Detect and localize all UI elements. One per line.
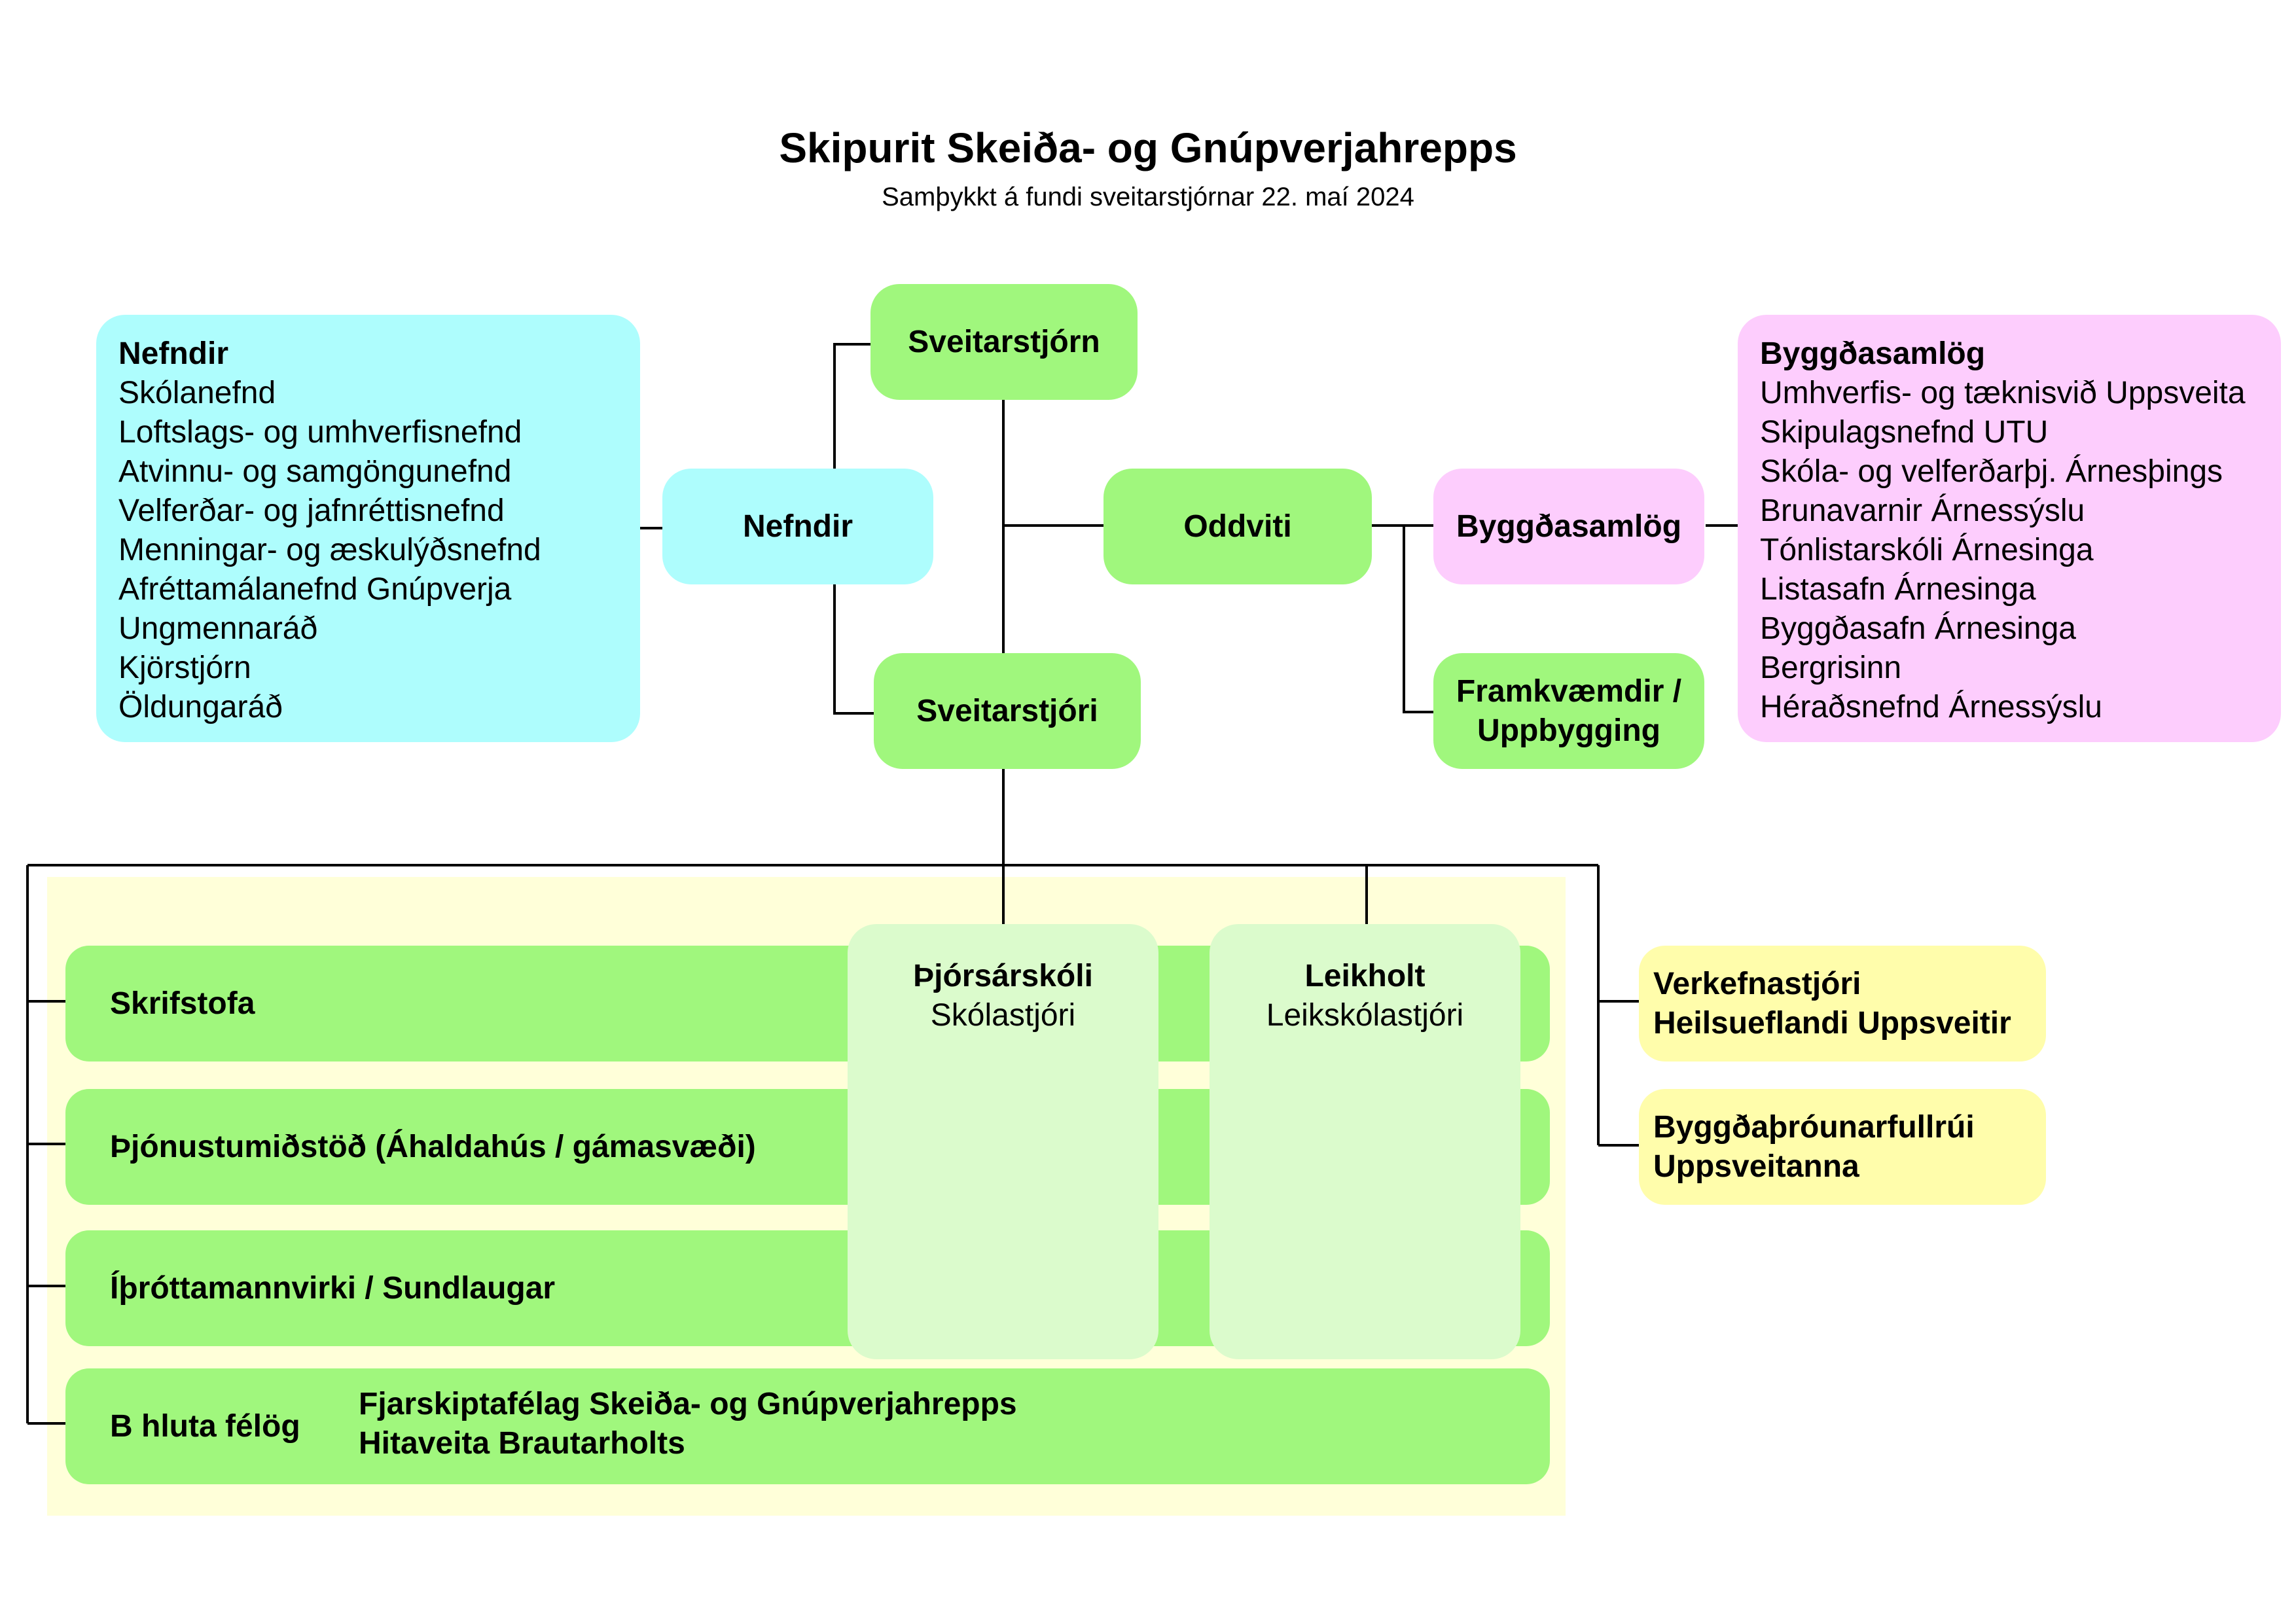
list-item: Atvinnu- og samgöngunefnd — [118, 454, 512, 489]
verkefnastjori-node: Verkefnastjóri Heilsueflandi Uppsveitir — [1639, 946, 2046, 1061]
byggdasamlog-list-heading: Byggðasamlög — [1760, 336, 1986, 371]
byggdathroun-line2: Uppsveitanna — [1653, 1149, 1859, 1184]
list-item: Skipulagsnefnd UTU — [1760, 415, 2049, 450]
b-hluta-item: Hitaveita Brautarholts — [359, 1426, 685, 1461]
thjorsarskoli-node: Þjórsárskóli Skólastjóri — [848, 924, 1158, 1359]
byggdasamlog-node: Byggðasamlög — [1433, 469, 1704, 584]
nefndir-node: Nefndir — [662, 469, 933, 584]
list-item: Brunavarnir Árnessýslu — [1760, 493, 2085, 528]
list-item: Héraðsnefnd Árnessýslu — [1760, 690, 2102, 724]
nefndir-list-heading: Nefndir — [118, 336, 228, 371]
page-subtitle: Samþykkt á fundi sveitarstjórnar 22. maí… — [882, 183, 1414, 211]
framkvaemdir-node: Framkvæmdir / Uppbygging — [1433, 653, 1704, 769]
list-item: Umhverfis- og tæknisvið Uppsveita — [1760, 376, 2246, 410]
b-hluta-item: Fjarskiptafélag Skeiða- og Gnúpverjahrep… — [359, 1387, 1017, 1421]
framkvaemdir-line1: Framkvæmdir / — [1456, 673, 1682, 709]
sveitarstjori-node: Sveitarstjóri — [874, 653, 1141, 769]
list-item: Listasafn Árnesinga — [1760, 572, 2036, 607]
list-item: Skóla- og velferðarþj. Árnesþings — [1760, 454, 2223, 489]
list-item: Bergrisinn — [1760, 651, 1902, 685]
thjorsarskoli-role: Skólastjóri — [930, 998, 1076, 1033]
list-item: Menningar- og æskulýðsnefnd — [118, 533, 541, 567]
list-item: Kjörstjórn — [118, 651, 251, 685]
b-hluta-label: B hluta félög — [110, 1408, 300, 1444]
verkefnastjori-line1: Verkefnastjóri — [1653, 966, 1861, 1001]
framkvaemdir-line2: Uppbygging — [1477, 713, 1660, 748]
byggdasamlog-list: Byggðasamlög Umhverfis- og tæknisvið Upp… — [1738, 315, 2281, 742]
byggdathroun-line1: Byggðaþróunarfullrúi — [1653, 1109, 1975, 1145]
sveitarstjorn-node: Sveitarstjórn — [870, 284, 1138, 400]
list-item: Öldungaráð — [118, 690, 283, 724]
verkefnastjori-line2: Heilsueflandi Uppsveitir — [1653, 1005, 2011, 1041]
nefndir-list: Nefndir Skólanefnd Loftslags- og umhverf… — [96, 315, 640, 742]
byggdathroun-node: Byggðaþróunarfullrúi Uppsveitanna — [1639, 1089, 2046, 1205]
leikholt-name: Leikholt — [1304, 959, 1426, 993]
list-item: Afréttamálanefnd Gnúpverja — [118, 572, 512, 607]
list-item: Ungmennaráð — [118, 611, 318, 646]
list-item: Velferðar- og jafnréttisnefnd — [118, 493, 505, 528]
page-title: Skipurit Skeiða- og Gnúpverjahrepps — [779, 124, 1517, 171]
list-item: Skólanefnd — [118, 376, 276, 410]
b-hluta-items: Fjarskiptafélag Skeiða- og Gnúpverjahrep… — [359, 1385, 1017, 1463]
b-hluta-row: B hluta félög — [65, 1368, 1550, 1484]
thjorsarskoli-name: Þjórsárskóli — [913, 959, 1093, 993]
list-item: Tónlistarskóli Árnesinga — [1760, 533, 2094, 567]
leikholt-node: Leikholt Leikskólastjóri — [1210, 924, 1520, 1359]
list-item: Loftslags- og umhverfisnefnd — [118, 415, 522, 450]
oddviti-node: Oddviti — [1103, 469, 1372, 584]
leikholt-role: Leikskólastjóri — [1266, 998, 1464, 1033]
list-item: Byggðasafn Árnesinga — [1760, 611, 2076, 646]
